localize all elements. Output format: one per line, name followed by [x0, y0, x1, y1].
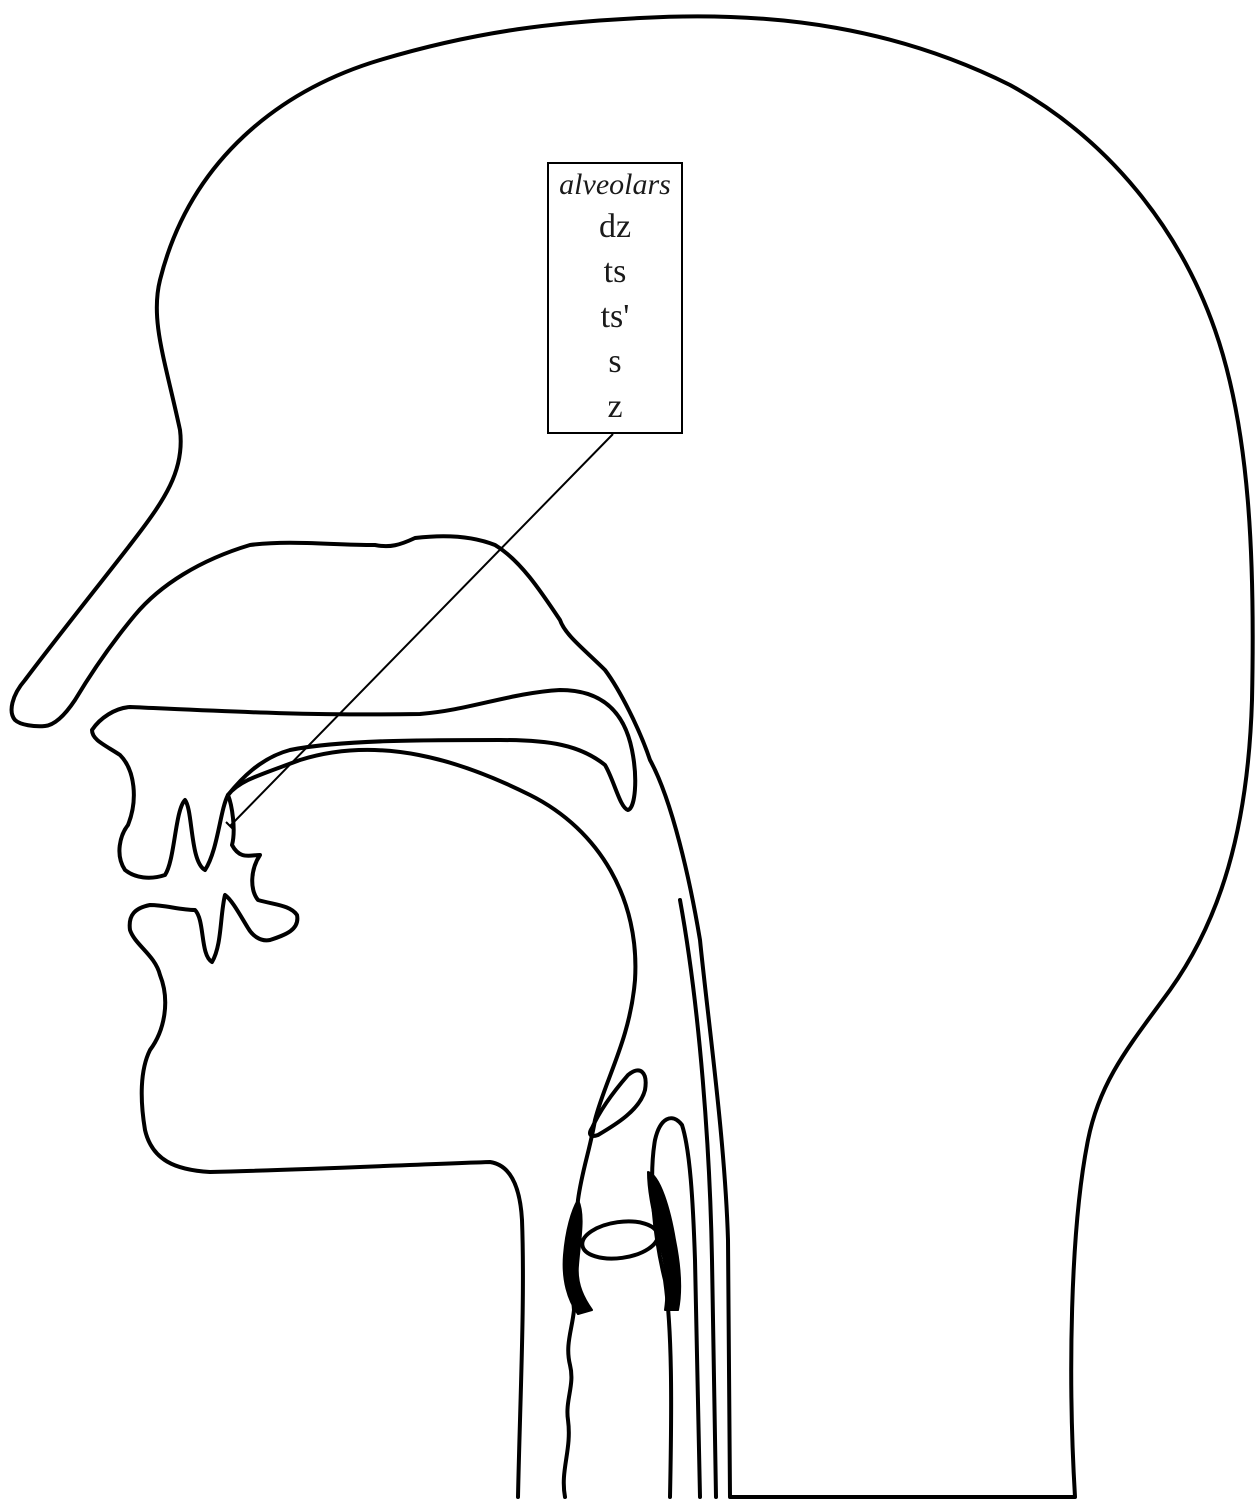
sound-item: z: [549, 384, 681, 429]
leader-line: [230, 434, 613, 826]
palate-and-pharynx: [228, 750, 635, 1497]
nasal-cavity: [92, 690, 635, 878]
vocal-cord-back: [648, 1172, 680, 1310]
glottis: [580, 1217, 660, 1263]
label-title: alveolars: [549, 166, 681, 204]
vocal-cord-front: [564, 1200, 592, 1314]
upper-lip-and-teeth: [130, 795, 523, 1497]
alveolars-label-box: alveolars dz ts ts' s z: [547, 162, 683, 434]
sound-item: ts': [549, 294, 681, 339]
sound-item: ts: [549, 249, 681, 294]
sound-item: dz: [549, 204, 681, 249]
sound-item: s: [549, 339, 681, 384]
